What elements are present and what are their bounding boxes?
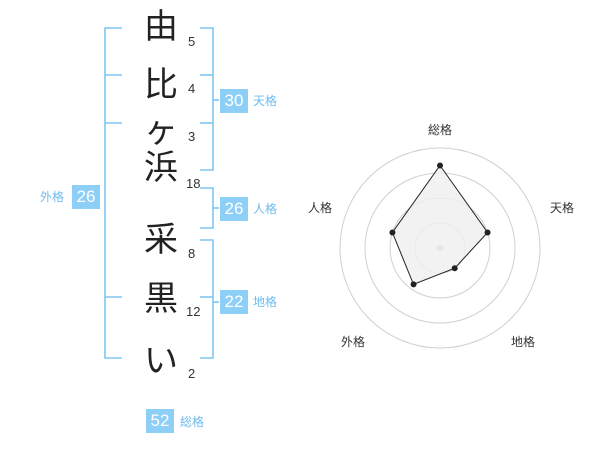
chikaku-value: 22 (220, 290, 248, 314)
name-char-1: 由 (144, 7, 178, 47)
radar-point-5 (389, 229, 396, 236)
soukaku-label: 総格 (180, 415, 205, 429)
stroke-count-7: 2 (188, 366, 196, 381)
soukaku-value: 52 (146, 409, 174, 433)
radar-point-4 (410, 281, 417, 288)
radar-point-3 (451, 265, 458, 272)
stroke-count-4: 18 (186, 176, 201, 191)
radar-ring (339, 147, 541, 349)
chikaku-bracket (200, 239, 214, 359)
name-char-5: 采 (144, 220, 178, 260)
radar-label-chikaku: 地格 (511, 335, 536, 349)
radar-point-2 (484, 229, 491, 236)
jinkaku-label: 人格 (253, 202, 278, 216)
name-char-6: 黒 (144, 279, 178, 319)
stroke-count-1: 5 (188, 34, 196, 49)
name-char-4: 浜 (144, 148, 178, 188)
gaikaku-label: 外格 (40, 190, 65, 204)
gaikaku-value: 26 (72, 185, 100, 209)
radar-label-gaikaku: 外格 (341, 335, 366, 349)
name-char-7: い (144, 341, 178, 381)
gaikaku-bracket (104, 27, 122, 359)
radar-label-soukaku: 総格 (428, 123, 453, 137)
stroke-count-2: 4 (188, 81, 196, 96)
tenkaku-label: 天格 (253, 94, 278, 108)
radar-label-jinkaku: 人格 (308, 201, 333, 215)
stroke-count-5: 8 (188, 246, 196, 261)
radar-label-tenkaku: 天格 (550, 201, 575, 215)
name-char-3: ヶ (144, 111, 178, 151)
stroke-count-3: 3 (188, 129, 196, 144)
radar-polygon (391, 164, 489, 286)
chikaku-label: 地格 (253, 295, 278, 309)
name-char-2: 比 (144, 65, 178, 105)
tenkaku-value: 30 (220, 89, 248, 113)
jinkaku-value: 26 (220, 197, 248, 221)
tenkaku-bracket (200, 27, 214, 171)
radar-point-1 (437, 162, 443, 169)
stroke-count-6: 12 (186, 304, 201, 319)
